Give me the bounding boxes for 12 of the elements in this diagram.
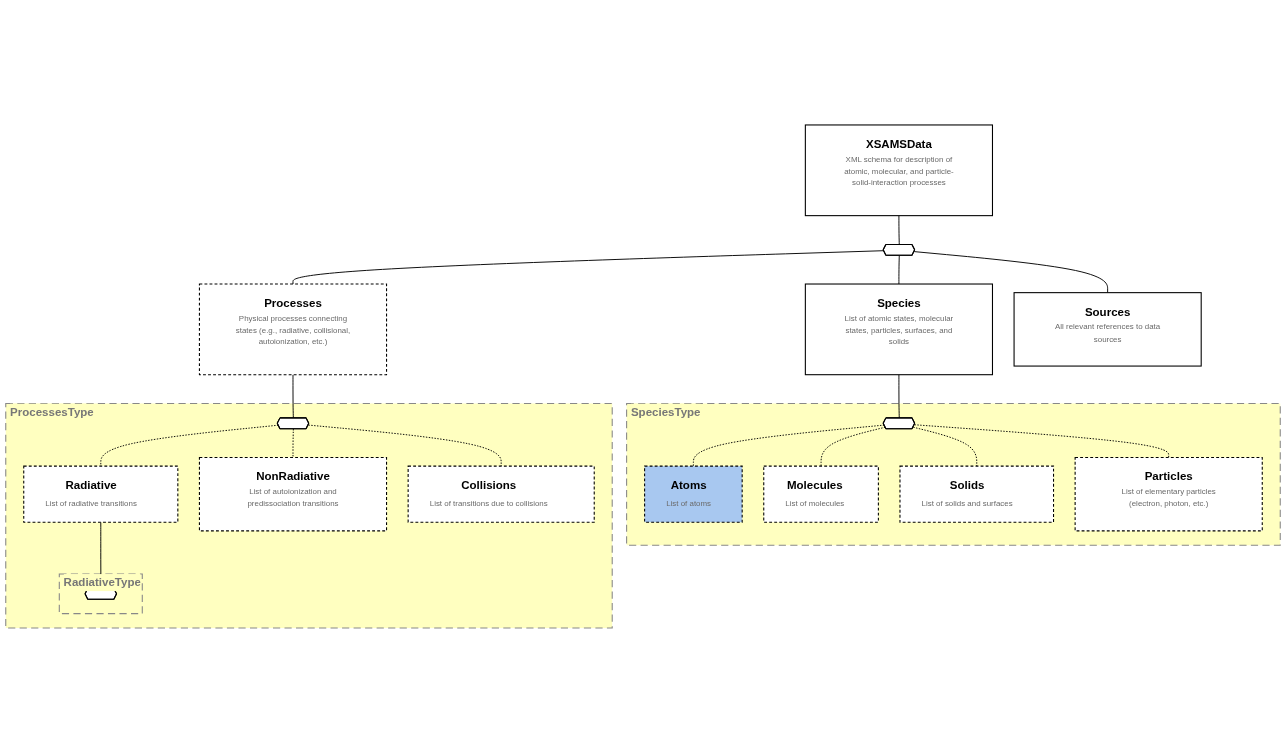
connector bbox=[692, 424, 885, 467]
connector bbox=[100, 424, 279, 467]
connector bbox=[292, 250, 885, 285]
connector bbox=[292, 428, 294, 458]
connector bbox=[914, 424, 1170, 458]
connector bbox=[912, 426, 978, 467]
connector bbox=[898, 215, 900, 246]
connector bbox=[913, 251, 1109, 294]
connector bbox=[820, 426, 886, 467]
connector bbox=[292, 374, 294, 419]
connector bbox=[898, 255, 900, 285]
connector bbox=[898, 374, 900, 419]
